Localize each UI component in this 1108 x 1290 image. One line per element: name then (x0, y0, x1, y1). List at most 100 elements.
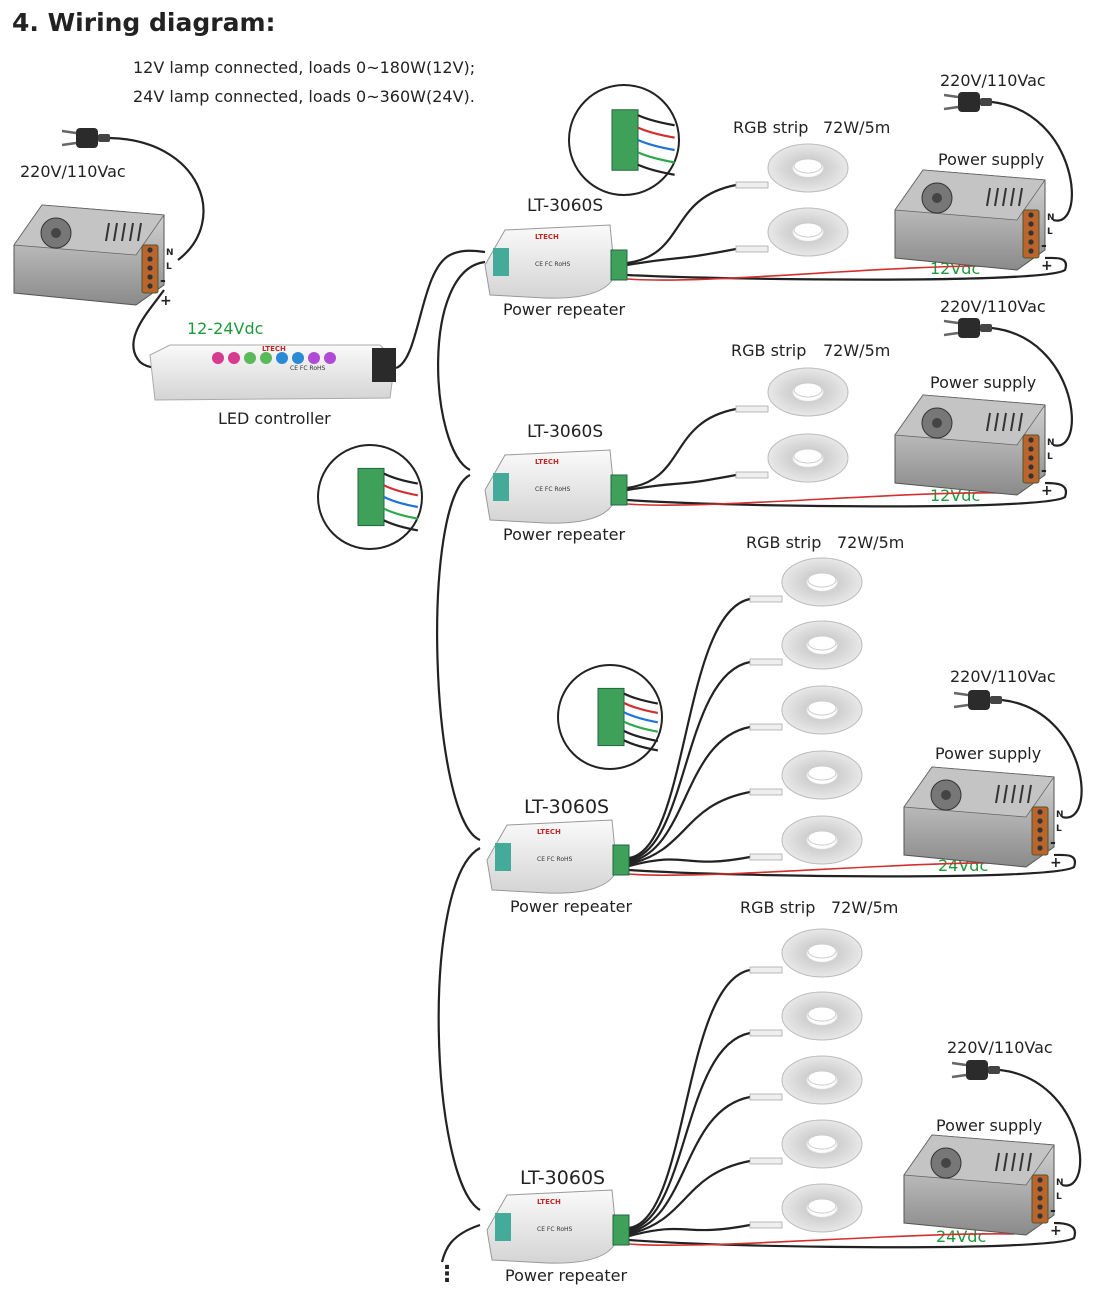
inset-wire (383, 519, 419, 532)
repeater-3-reel-5 (749, 815, 863, 865)
inset-terminal (357, 467, 385, 527)
led-strip-reel (781, 750, 863, 800)
vent-slot (129, 222, 134, 242)
wire (626, 407, 737, 490)
controller-brand: LTECH (262, 345, 286, 353)
repeater-3-ps-label: Power supply (935, 744, 1042, 763)
strip-tail (749, 1157, 783, 1165)
plug-neck (98, 134, 110, 142)
inset-wire (637, 163, 675, 176)
repeater-body (484, 449, 616, 524)
repeater-2-strip-label: RGB strip (731, 341, 807, 360)
wire (626, 247, 737, 267)
terminal-screw (147, 283, 153, 289)
reel-center (793, 222, 823, 238)
wire (109, 136, 205, 261)
power-supply-top (13, 204, 165, 256)
wire (437, 847, 481, 1211)
repeater-2-dc-label: 12Vdc (930, 486, 981, 505)
wire (440, 1223, 481, 1263)
repeater-1-label: Power repeater (503, 300, 626, 319)
terminal-l-label: L (1047, 452, 1053, 462)
inset-wire (623, 739, 659, 752)
strip-tail (749, 1029, 783, 1037)
terminal-screw (1037, 827, 1043, 833)
controller-button-icon (276, 352, 288, 364)
terminal-screw (147, 274, 153, 280)
controller-button-icon (244, 352, 256, 364)
repeater-4-dc-label: 24Vdc (936, 1227, 987, 1246)
vent-slot (1002, 187, 1007, 207)
strip-tail (749, 723, 783, 731)
terminal-screw (147, 247, 153, 253)
repeater-2-reel-2 (735, 433, 849, 483)
repeater-4-reel-4 (749, 1119, 863, 1169)
fan-grill-icon (921, 182, 953, 214)
terminal-screw (1037, 1204, 1043, 1210)
repeater-3-model: LT-3060S (524, 796, 610, 818)
inset-wire (637, 114, 675, 127)
repeater-output-terminal (612, 1214, 630, 1246)
led-strip-reel (767, 367, 849, 417)
terminal-block (1031, 1174, 1049, 1224)
repeater-3-strip-label: RGB strip (746, 533, 822, 552)
repeater-3-reel-4 (749, 750, 863, 800)
repeater-brand: LTECH (537, 1198, 561, 1206)
vent-slot (1019, 1152, 1024, 1172)
power-supply-body (903, 1134, 1055, 1236)
repeater-4-strip-power: 72W/5m (831, 898, 899, 917)
vent-slot (1011, 784, 1016, 804)
repeater-2-ps-label: Power supply (930, 373, 1037, 392)
wire (437, 260, 486, 471)
plug-pin (953, 703, 969, 709)
controller-button-icon (260, 352, 272, 364)
wire (628, 597, 751, 860)
terminal-screw (1028, 230, 1034, 236)
inset-wire (637, 138, 675, 152)
terminal-n-label: N (1047, 438, 1055, 448)
terminal-screw (1028, 473, 1034, 479)
terminal-block (141, 244, 159, 294)
power-supply-top (894, 169, 1046, 221)
plug-body (968, 690, 990, 710)
terminal-l-label: L (1056, 1192, 1062, 1202)
terminal-block (1022, 434, 1040, 484)
inset-wire (623, 720, 659, 733)
inset-wire (383, 472, 419, 485)
vent-slot (1010, 187, 1015, 207)
repeater-1-ps-label: Power supply (938, 150, 1045, 169)
plug-neck (980, 98, 992, 106)
repeater-3-reel-3 (749, 685, 863, 735)
reel-center (807, 1006, 837, 1022)
inset-wire (383, 496, 419, 509)
led-strip-reel (781, 1183, 863, 1233)
repeater-cert: CE FC RoHS (535, 486, 571, 493)
repeater-4-strip-label: RGB strip (740, 898, 816, 917)
repeater-1-dc-label: 12Vdc (930, 259, 981, 278)
repeater-2-model: LT-3060S (527, 422, 604, 442)
wire (626, 256, 1068, 281)
terminal-plus-label: + (1041, 483, 1053, 499)
vent-slot (986, 412, 991, 432)
reel-center (793, 158, 823, 174)
reel-center (793, 382, 823, 398)
terminal-screw (1037, 1177, 1043, 1183)
vent-slot (1019, 784, 1024, 804)
repeater-input-terminal (493, 473, 509, 501)
inset-wire (637, 126, 675, 139)
reel-center (807, 572, 837, 588)
plug-pin (943, 331, 959, 337)
terminal-screw (1037, 836, 1043, 842)
wire (628, 1031, 751, 1232)
strip-tail (735, 245, 769, 253)
terminal-screw (1028, 446, 1034, 452)
plug-neck (980, 324, 992, 332)
repeater-4-model: LT-3060S (520, 1167, 606, 1189)
vent-slot (994, 412, 999, 432)
plug-body (958, 92, 980, 112)
inset-wire (383, 484, 419, 497)
terminal-screw (1028, 239, 1034, 245)
repeater-3-mains-plug (953, 690, 1002, 710)
